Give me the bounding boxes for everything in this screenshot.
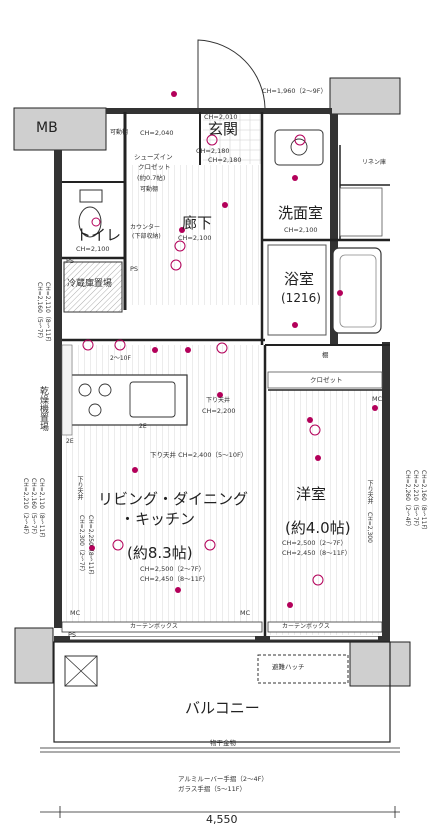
hallway-floor: [125, 165, 260, 305]
tv-outlet-label: 2～10F: [110, 355, 131, 362]
ch-left-a: CH=2,160（5～7F）: [36, 282, 43, 342]
structural-walls: [13, 77, 411, 687]
ch-right-c: CH=2,160（8～11F）: [420, 470, 427, 534]
movable-shelf-2: 可動棚: [140, 186, 159, 193]
kitchen-counter: [61, 374, 188, 426]
dimension-label: 4,550: [206, 813, 238, 826]
counter-label: カウンター: [130, 224, 161, 231]
ch-senmen: CH=2,100: [284, 226, 318, 234]
light-fixtures: [82, 134, 324, 586]
curtain-box-ldk: [61, 621, 263, 633]
curtain-box-western: [267, 621, 383, 633]
ch-right-b: CH=2,210（5～7F）: [412, 470, 419, 530]
electrical-markers: [89, 91, 378, 608]
shoes-closet-label-3: (約0.7帖): [137, 174, 166, 182]
outlet-2e-2: 2E: [66, 438, 74, 445]
fridge-label: 冷蔵庫置場: [67, 279, 113, 289]
ch-ldk-in-b: CH=2,250（8～11F）: [87, 515, 94, 579]
mb-label: MB: [36, 120, 58, 136]
shoes-closet-label-1: シューズイン: [134, 153, 173, 161]
ch-ldk-left-c: CH=2,110（8～11F）: [38, 478, 45, 542]
mc-label-3: MC: [240, 609, 251, 617]
mc-label-2: MC: [70, 609, 81, 617]
ldk-size: (約8.3帖): [127, 544, 193, 562]
toilet-label: トイレ: [76, 226, 122, 244]
ch-you-main-b: CH=2,450（8～11F）: [282, 549, 352, 557]
ch-you-main-a: CH=2,500（2～7F）: [282, 539, 347, 547]
ch-top: CH=1,960（2～9F）: [262, 87, 327, 95]
western-room-size: (約4.0帖): [285, 519, 351, 537]
dryer-space: [61, 344, 73, 436]
monohoshi-label: 物干金物: [210, 739, 236, 747]
mc-label-1: MC: [372, 395, 383, 403]
railing-label-2: ガラス手摺（5～11F）: [178, 785, 247, 793]
ch-you-right: CH=2,300: [366, 512, 373, 543]
senmen-label: 洗面室: [278, 204, 324, 222]
washbasin: [274, 129, 324, 166]
ps-label-2: PS: [66, 257, 75, 265]
bath-size: (1216): [281, 291, 321, 305]
shelf-label: 棚: [322, 351, 329, 359]
western-room-label: 洋室: [296, 485, 327, 503]
ch-ldk-main-b: CH=2,450（8～11F）: [140, 575, 210, 583]
genkan-tiles: [203, 112, 263, 164]
rouka-label: 廊下: [182, 214, 213, 232]
kitchen-ceiling: 下り天井: [206, 397, 231, 404]
bathtub: [332, 247, 382, 334]
closet-label: クロゼット: [310, 376, 343, 384]
balcony-storage: [64, 655, 98, 687]
ch-ldk-main-a: CH=2,500（2～7F）: [140, 565, 205, 573]
railing-label-1: アルミルーバー手摺（2～4F）: [178, 775, 268, 783]
ps-label-1: PS: [130, 265, 139, 273]
genkan-label: 玄関: [208, 120, 239, 138]
ps-bottom: PS: [68, 631, 77, 639]
counter-label-2: (下部収納): [132, 233, 161, 240]
western-room-floor: [268, 390, 388, 635]
ch-shoes: CH=2,040: [140, 129, 174, 137]
evac-hatch-label: 避難ハッチ: [272, 663, 305, 671]
ch-kitchen: CH=2,200: [202, 407, 236, 415]
dryer-label: 乾燥機置場: [38, 386, 48, 431]
ch-ldk-line: 下り天井 CH=2,400（5～10F）: [150, 451, 248, 459]
ch-genkan-2a: CH=2,180: [196, 147, 230, 155]
entrance-door: [197, 39, 266, 110]
ch-genkan: CH=2,010: [204, 113, 238, 121]
ch-left-b: CH=2,110（8～11F）: [44, 282, 51, 346]
evac-hatch: [257, 654, 349, 684]
ldk-label-2: ・キッチン: [120, 510, 196, 528]
ch-ldk-left-a: CH=2,210（2～4F）: [22, 478, 29, 538]
movable-shelf-1: 可動棚: [110, 129, 129, 136]
linen-label: リネン庫: [362, 159, 387, 166]
shoes-closet-label-2: クロゼット: [138, 163, 171, 171]
bath-label: 浴室: [284, 270, 315, 288]
fridge-space: [63, 261, 123, 313]
ldk-label-1: リビング・ダイニング: [98, 490, 249, 508]
ch-rouka: CH=2,100: [178, 234, 212, 242]
ldk-down-ceiling: 下り天井: [76, 476, 83, 500]
curtain-box-label-1: カーテンボックス: [130, 623, 178, 630]
ch-toilet: CH=2,100: [76, 245, 110, 253]
balcony-label: バルコニー: [185, 699, 260, 717]
outlet-2e-1: 2E: [139, 423, 147, 430]
ch-genkan-2b: CH=2,180: [208, 156, 242, 164]
ch-ldk-in-a: CH=2,300（2～7F）: [78, 515, 85, 575]
ch-ldk-left-b: CH=2,160（5～7F）: [30, 478, 37, 538]
curtain-box-label-2: カーテンボックス: [282, 623, 330, 630]
toilet-bowl: [78, 206, 102, 238]
you-down-ceiling: 下り天井: [366, 480, 373, 504]
closet-rail: [267, 371, 383, 389]
ch-right-a: CH=2,260（2～4F）: [404, 470, 411, 530]
